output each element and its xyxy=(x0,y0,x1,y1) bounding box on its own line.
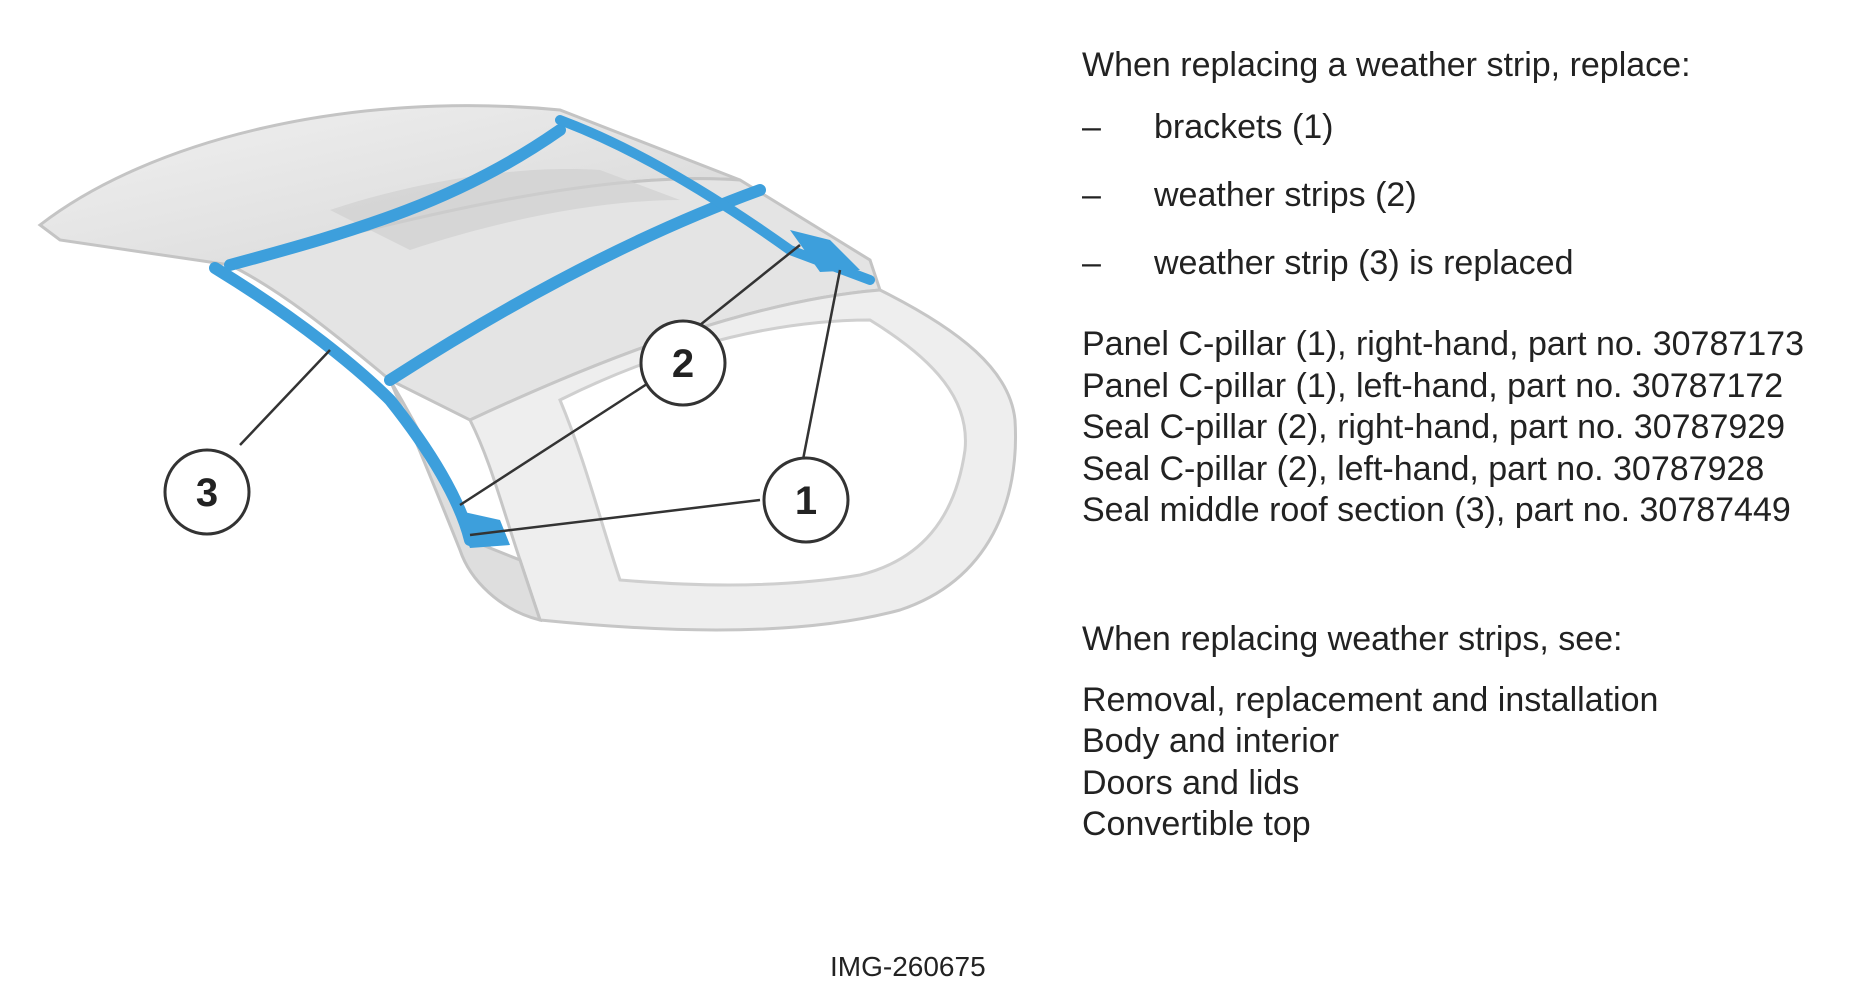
seal-right-rail xyxy=(555,115,875,285)
see-item: Removal, replacement and installation xyxy=(1082,680,1659,719)
replace-list: – brackets (1) – weather strips (2) – we… xyxy=(1082,106,1852,284)
bracket-left xyxy=(455,510,510,548)
part-line: Panel C-pillar (1), right-hand, part no.… xyxy=(1082,325,1804,363)
instructions-column: When replacing a weather strip, replace:… xyxy=(1082,44,1852,846)
dash-bullet: – xyxy=(1082,108,1101,146)
see-item: Body and interior xyxy=(1082,722,1340,760)
bracket-right xyxy=(790,230,860,272)
callout-1: 1 xyxy=(762,456,850,544)
list-item-text: weather strips (2) xyxy=(1154,176,1417,214)
part-line: Seal C-pillar (2), left-hand, part no. 3… xyxy=(1082,449,1765,488)
seal-middle-cross xyxy=(384,184,766,386)
see-item: Convertible top xyxy=(1082,805,1311,843)
list-item: – weather strip (3) is replaced xyxy=(1082,242,1852,284)
roof-illustration: 1 2 3 xyxy=(37,104,1018,632)
callout-2-label: 2 xyxy=(672,342,694,386)
intro-text: When replacing a weather strip, replace: xyxy=(1082,46,1691,84)
see-item: Doors and lids xyxy=(1082,763,1300,802)
list-item: – brackets (1) xyxy=(1082,106,1852,148)
dash-bullet: – xyxy=(1082,176,1101,214)
part-line: Seal C-pillar (2), right-hand, part no. … xyxy=(1082,408,1786,446)
leader-lines xyxy=(239,244,842,537)
image-id: IMG-260675 xyxy=(830,951,986,982)
list-item: – weather strips (2) xyxy=(1082,174,1852,216)
seal-strips xyxy=(209,115,875,546)
callout-3-label: 3 xyxy=(196,471,218,515)
see-list: Removal, replacement and installation Bo… xyxy=(1082,680,1852,846)
part-line: Seal middle roof section (3), part no. 3… xyxy=(1082,491,1791,529)
dash-bullet: – xyxy=(1082,244,1101,282)
parts-list: Panel C-pillar (1), right-hand, part no.… xyxy=(1082,324,1852,532)
see-heading: When replacing weather strips, see: xyxy=(1082,619,1623,658)
list-item-text: weather strip (3) is replaced xyxy=(1154,244,1574,282)
part-line: Panel C-pillar (1), left-hand, part no. … xyxy=(1082,366,1784,405)
callout-1-label: 1 xyxy=(795,479,817,523)
callout-3: 3 xyxy=(163,448,251,536)
seal-front-edge xyxy=(224,124,566,271)
list-item-text: brackets (1) xyxy=(1154,108,1334,146)
seal-side-rail xyxy=(209,262,476,546)
glass-panel xyxy=(330,169,680,250)
callout-2: 2 xyxy=(639,319,727,407)
